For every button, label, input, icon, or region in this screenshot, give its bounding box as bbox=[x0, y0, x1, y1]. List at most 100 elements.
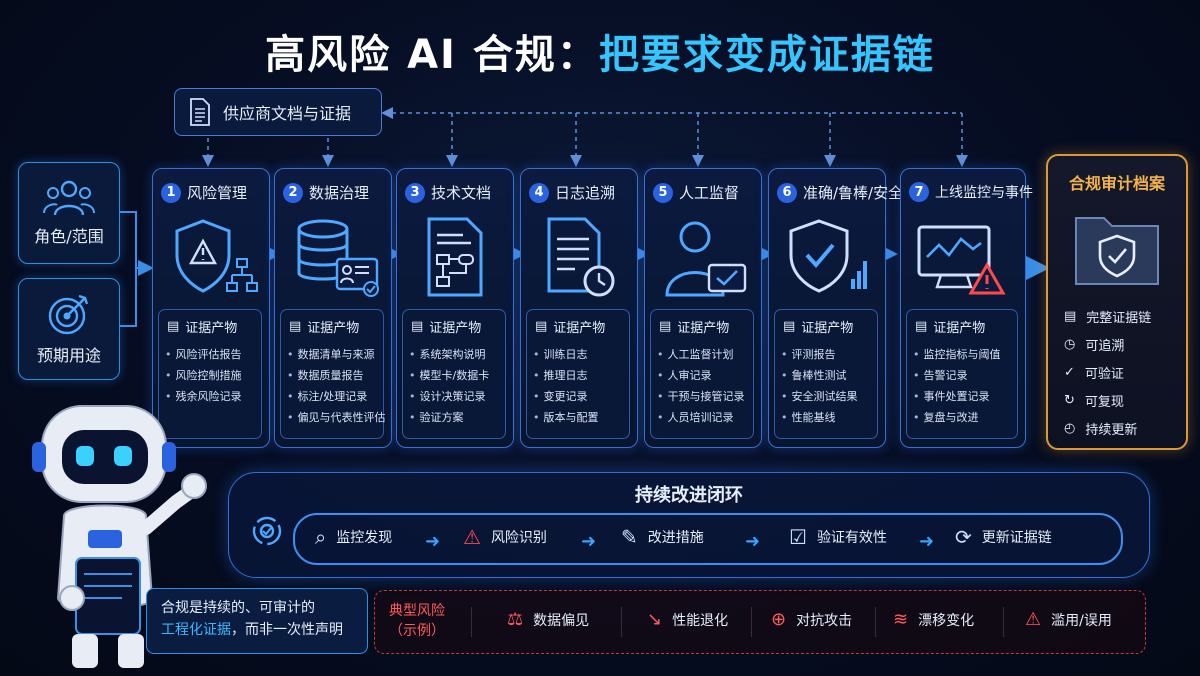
decline-chart-icon: ↘ bbox=[647, 609, 663, 630]
evidence-doc-icon: ▤ bbox=[411, 319, 424, 334]
evidence-label: 证据产物 bbox=[307, 321, 360, 336]
evidence-item: 复盘与改进 bbox=[913, 407, 1017, 428]
evidence-item: 风险控制措施 bbox=[165, 365, 261, 386]
archive-item: ↻可复现 bbox=[1064, 392, 1124, 410]
sync-icon: ⟳ bbox=[955, 525, 972, 549]
arrow-right-icon: ➜ bbox=[425, 531, 441, 552]
risks-title: 典型风险（示例） bbox=[389, 603, 445, 639]
evidence-doc-icon: ▤ bbox=[167, 319, 180, 334]
wrench-icon: ✎ bbox=[621, 525, 638, 549]
loop-step: ⌕监控发现 bbox=[315, 525, 393, 549]
evidence-item: 数据清单与来源 bbox=[287, 344, 383, 365]
evidence-item: 人工监督计划 bbox=[657, 344, 753, 365]
evidence-item: 人员培训记录 bbox=[657, 407, 753, 428]
step-number: 4 bbox=[529, 182, 549, 203]
archive-item: ▤完整证据链 bbox=[1064, 308, 1152, 326]
cycle-gear-icon bbox=[252, 516, 282, 546]
evidence-doc-icon: ▤ bbox=[535, 319, 548, 334]
evidence-item: 数据质量报告 bbox=[287, 365, 383, 386]
step-card-data-governance: 2 数据治理 ▤ 证据产物 数据清单与来源数据质量报告标注/处理记录偏见与代表性评估 bbox=[274, 168, 392, 448]
evidence-item: 干预与接管记录 bbox=[657, 386, 753, 407]
evidence-doc-icon: ▤ bbox=[289, 319, 302, 334]
evidence-item: 人审记录 bbox=[657, 365, 753, 386]
folder-shield-icon bbox=[1075, 217, 1159, 285]
input-role-scope: 角色/范围 bbox=[18, 162, 120, 264]
evidence-label: 证据产物 bbox=[933, 321, 986, 336]
scale-icon: ⚖ bbox=[507, 609, 524, 630]
document-icon bbox=[190, 98, 210, 126]
step-number: 7 bbox=[909, 182, 929, 202]
warning-icon: ⚠ bbox=[463, 525, 481, 549]
continuous-improvement-loop: 持续改进闭环 ⌕监控发现 ➜ ⚠风险识别 ➜ ✎改进措施 ➜ ☑验证有效性 ➜ … bbox=[228, 472, 1150, 578]
loop-title: 持续改进闭环 bbox=[635, 485, 743, 506]
evidence-item: 评测报告 bbox=[781, 344, 877, 365]
arrow-right-icon: ➜ bbox=[745, 531, 761, 552]
evidence-doc-icon: ▤ bbox=[915, 319, 928, 334]
robot-mascot-icon bbox=[32, 405, 207, 668]
archive-item: ◷可追溯 bbox=[1064, 336, 1125, 354]
refresh-clock-icon: ◴ bbox=[1064, 420, 1076, 436]
compliance-audit-archive: 合规审计档案 ▤完整证据链 ◷可追溯 ✓可验证 ↻可复现 ◴持续更新 bbox=[1046, 154, 1188, 450]
user-warning-icon: ⚠ bbox=[1025, 609, 1042, 630]
step-title: 上线监控与事件 bbox=[935, 185, 1033, 201]
step-number: 3 bbox=[405, 182, 425, 203]
evidence-item: 变更记录 bbox=[533, 386, 629, 407]
evidence-box: ▤ 证据产物 数据清单与来源数据质量报告标注/处理记录偏见与代表性评估 bbox=[280, 309, 386, 439]
evidence-item: 设计决策记录 bbox=[409, 386, 505, 407]
evidence-doc-icon: ▤ bbox=[783, 319, 796, 334]
risk-item: ⊕对抗攻击 bbox=[771, 609, 853, 630]
typical-risks-panel: 典型风险（示例） ⚖数据偏见 ↘性能退化 ⊕对抗攻击 ≋漂移变化 ⚠滥用/误用 bbox=[374, 590, 1146, 654]
shield-check-icon bbox=[789, 219, 867, 293]
evidence-item: 残余风险记录 bbox=[165, 386, 261, 407]
input-label: 角色/范围 bbox=[34, 227, 104, 246]
supplier-docs-box: 供应商文档与证据 bbox=[174, 88, 382, 136]
archive-item: ✓可验证 bbox=[1064, 364, 1124, 382]
step-number: 6 bbox=[777, 182, 797, 203]
evidence-doc-icon: ▤ bbox=[659, 319, 672, 334]
evidence-item: 系统架构说明 bbox=[409, 344, 505, 365]
magnifier-icon: ⌕ bbox=[315, 525, 327, 549]
evidence-item: 安全测试结果 bbox=[781, 386, 877, 407]
evidence-item: 性能基线 bbox=[781, 407, 877, 428]
evidence-item: 训练日志 bbox=[533, 344, 629, 365]
check-badge-icon: ✓ bbox=[1064, 364, 1075, 380]
step-title: 数据治理 bbox=[309, 184, 370, 202]
target-icon bbox=[48, 294, 89, 335]
input-intended-use: 预期用途 bbox=[18, 278, 120, 380]
evidence-item: 监控指标与阈值 bbox=[913, 344, 1017, 365]
log-clock-icon bbox=[547, 217, 615, 297]
evidence-item: 告警记录 bbox=[913, 365, 1017, 386]
step-number: 5 bbox=[653, 182, 673, 203]
replay-icon: ↻ bbox=[1064, 392, 1075, 408]
doc-icon: ▤ bbox=[1064, 308, 1077, 324]
arrow-right-icon: ➜ bbox=[919, 531, 935, 552]
archive-item: ◴持续更新 bbox=[1064, 420, 1138, 438]
bubble-line-1: 合规是持续的、可审计的 bbox=[161, 600, 315, 616]
human-oversight-icon bbox=[665, 221, 747, 297]
evidence-item: 偏见与代表性评估 bbox=[287, 407, 386, 428]
evidence-label: 证据产物 bbox=[801, 321, 854, 336]
step-card-accuracy-robustness-security: 6准确/鲁棒/安全 ▤证据产物 评测报告鲁棒性测试安全测试结果性能基线 bbox=[768, 168, 903, 448]
step-number: 1 bbox=[161, 182, 181, 203]
shield-warning-icon bbox=[175, 219, 258, 293]
risk-item: ↘性能退化 bbox=[647, 609, 729, 630]
clock-icon: ◷ bbox=[1064, 336, 1076, 352]
step-title: 准确/鲁棒/安全 bbox=[803, 184, 904, 202]
crosshair-icon: ⊕ bbox=[771, 609, 787, 630]
evidence-item: 验证方案 bbox=[409, 407, 505, 428]
step-title: 人工监督 bbox=[679, 184, 740, 202]
clipboard-check-icon: ☑ bbox=[789, 525, 807, 549]
evidence-item: 版本与配置 bbox=[533, 407, 629, 428]
evidence-label: 证据产物 bbox=[185, 321, 238, 336]
loop-step: ⟳更新证据链 bbox=[955, 525, 1052, 549]
evidence-box: ▤证据产物 评测报告鲁棒性测试安全测试结果性能基线 bbox=[774, 309, 878, 439]
page-title: 高风险 AI 合规：把要求变成证据链 bbox=[265, 32, 935, 78]
archive-title: 合规审计档案 bbox=[1068, 174, 1165, 193]
step-number: 2 bbox=[283, 182, 303, 203]
evidence-item: 标注/处理记录 bbox=[287, 386, 383, 407]
evidence-item: 风险评估报告 bbox=[165, 344, 261, 365]
